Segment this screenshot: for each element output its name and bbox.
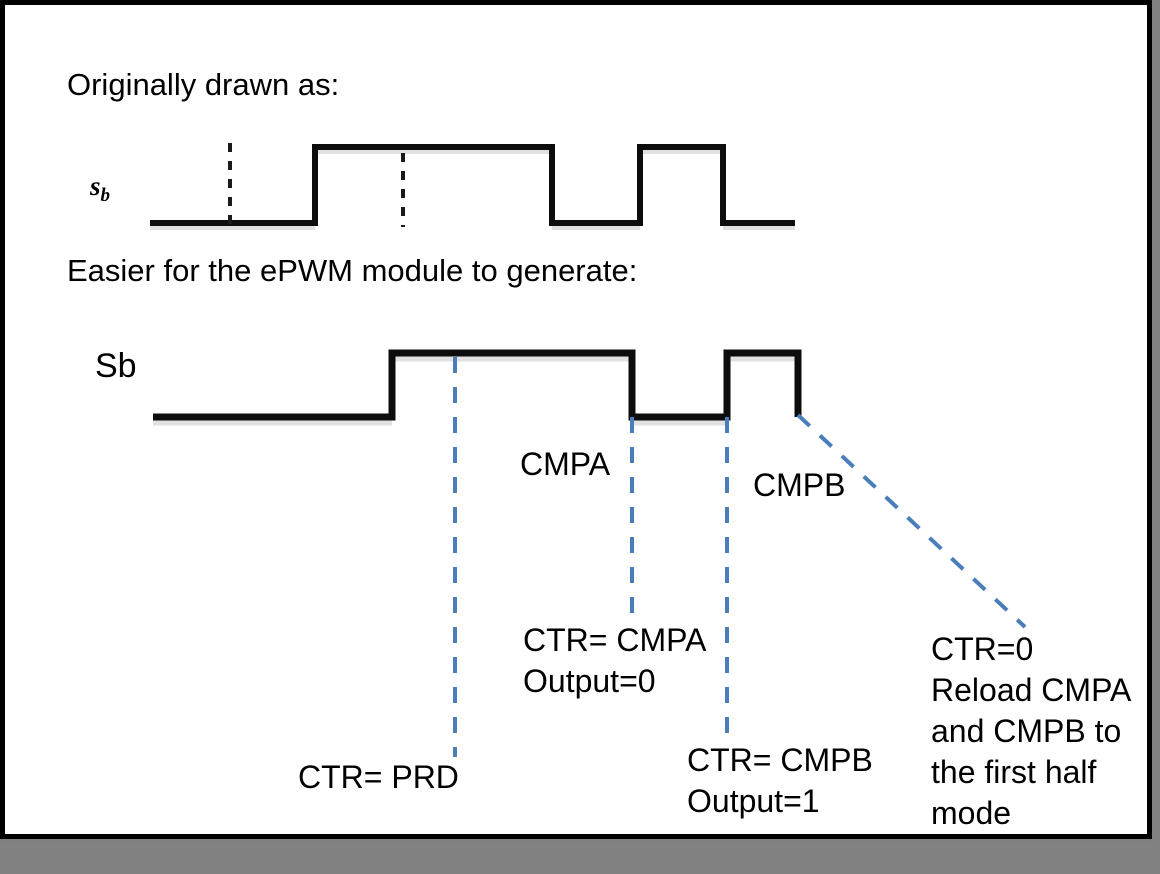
leader-line-ctr-zero <box>796 413 1027 629</box>
waveform-sb-epwm-shadow <box>153 354 798 426</box>
marker-label-cmpa: CMPA <box>520 446 611 482</box>
window-chrome-bottom <box>0 845 1160 874</box>
marker-label-cmpb: CMPB <box>753 467 846 503</box>
caption-originally-drawn-as: Originally drawn as: <box>67 67 340 102</box>
signal-label-sb-plain: Sb <box>95 347 137 385</box>
marker-label-ctr-prd: CTR= PRD <box>298 759 459 795</box>
waveform-sb-original-shadow <box>150 148 795 230</box>
waveform-sb-epwm-trace <box>153 349 802 421</box>
signal-label-sb-italic: sb <box>90 171 111 207</box>
signal-label-sb-base: s <box>90 171 101 201</box>
window-chrome-right <box>1152 0 1160 845</box>
waveform-sb-original <box>150 143 795 230</box>
slide-frame: Originally drawn as: sb Easier for the e… <box>0 0 1152 839</box>
annotation-ctr-zero-reload: CTR=0 Reload CMPA and CMPB to the first … <box>931 631 1132 831</box>
waveform-sb-original-trace <box>150 144 795 226</box>
signal-label-sb-subscript: b <box>100 185 111 207</box>
annotation-ctr-cmpb: CTR= CMPB Output=1 <box>687 742 873 819</box>
caption-easier-for-epwm: Easier for the ePWM module to generate: <box>67 253 638 288</box>
annotation-ctr-cmpa: CTR= CMPA Output=0 <box>523 622 707 699</box>
